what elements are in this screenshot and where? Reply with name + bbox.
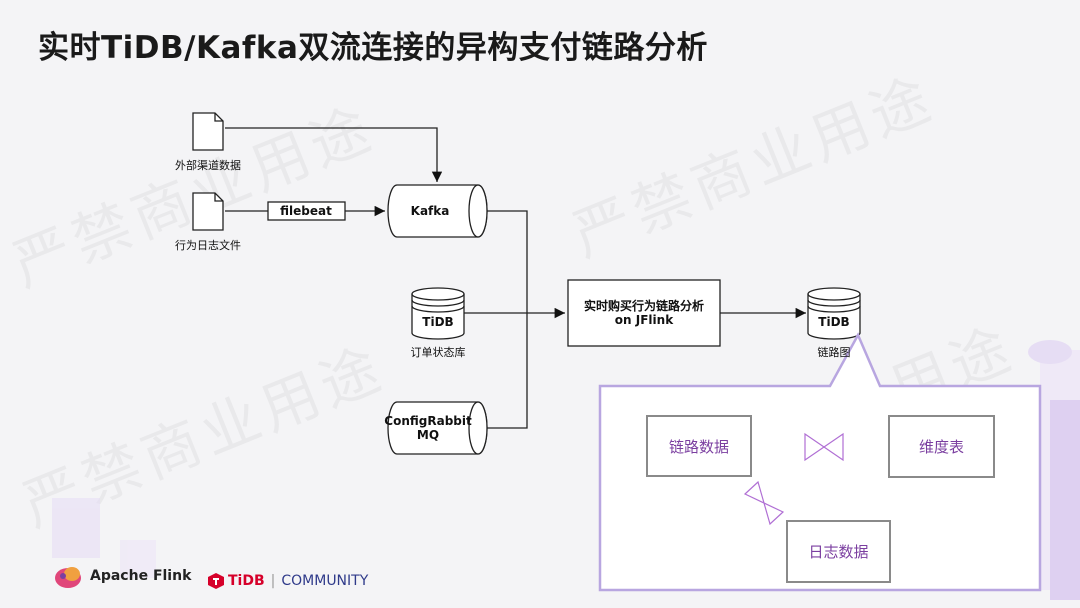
decor-cityscape-right [1028, 340, 1080, 600]
apache-flink-text: Apache Flink [90, 568, 192, 584]
order-status-db-label: 订单状态库 [410, 346, 466, 359]
kafka-queue [387, 184, 488, 238]
file-icon-log [192, 192, 224, 231]
rabbitmq-label-line1: ConfigRabbit [384, 414, 472, 428]
callout-shape [598, 332, 1042, 592]
tidb-source-db [411, 287, 465, 340]
join-icon-diagonal [743, 480, 785, 526]
rabbitmq-label-line2: MQ [416, 428, 440, 442]
link-graph-label: 链路图 [817, 346, 851, 359]
apache-flink-logo: Apache Flink [52, 562, 191, 590]
rabbitmq-queue [387, 401, 488, 455]
flink-squirrel-icon [55, 567, 81, 588]
decor-cubes-left [52, 498, 156, 578]
log-data-box: 日志数据 [786, 520, 891, 583]
process-label-line1: 实时购买行为链路分析 [583, 299, 705, 313]
community-text: COMMUNITY [281, 573, 369, 589]
dimension-table-box: 维度表 [888, 415, 995, 478]
tidb-community-logo: TiDB | COMMUNITY [207, 572, 368, 590]
tidb-sink-db [807, 287, 861, 340]
process-box [567, 279, 721, 347]
tidb-logo-icon [208, 573, 224, 589]
page-title: 实时TiDB/Kafka双流连接的异构支付链路分析 [38, 30, 708, 66]
link-data-box: 链路数据 [646, 415, 752, 477]
process-label-line2: on JFlink [614, 313, 674, 327]
tidb-sink-label: TiDB [818, 315, 850, 329]
footer-divider: | [270, 573, 276, 589]
file-icon-external [192, 112, 224, 151]
kafka-label: Kafka [410, 204, 450, 218]
tidb-text: TiDB [228, 573, 265, 589]
rabbitmq-label: ConfigRabbit MQ [384, 414, 471, 442]
join-icon-horizontal [804, 432, 844, 462]
external-data-label: 外部渠道数据 [175, 159, 241, 172]
process-label: 实时购买行为链路分析 on JFlink [584, 299, 704, 327]
filebeat-label: filebeat [280, 204, 332, 218]
log-file-label: 行为日志文件 [175, 239, 241, 252]
tidb-source-label: TiDB [422, 315, 454, 329]
filebeat-box [267, 201, 346, 221]
